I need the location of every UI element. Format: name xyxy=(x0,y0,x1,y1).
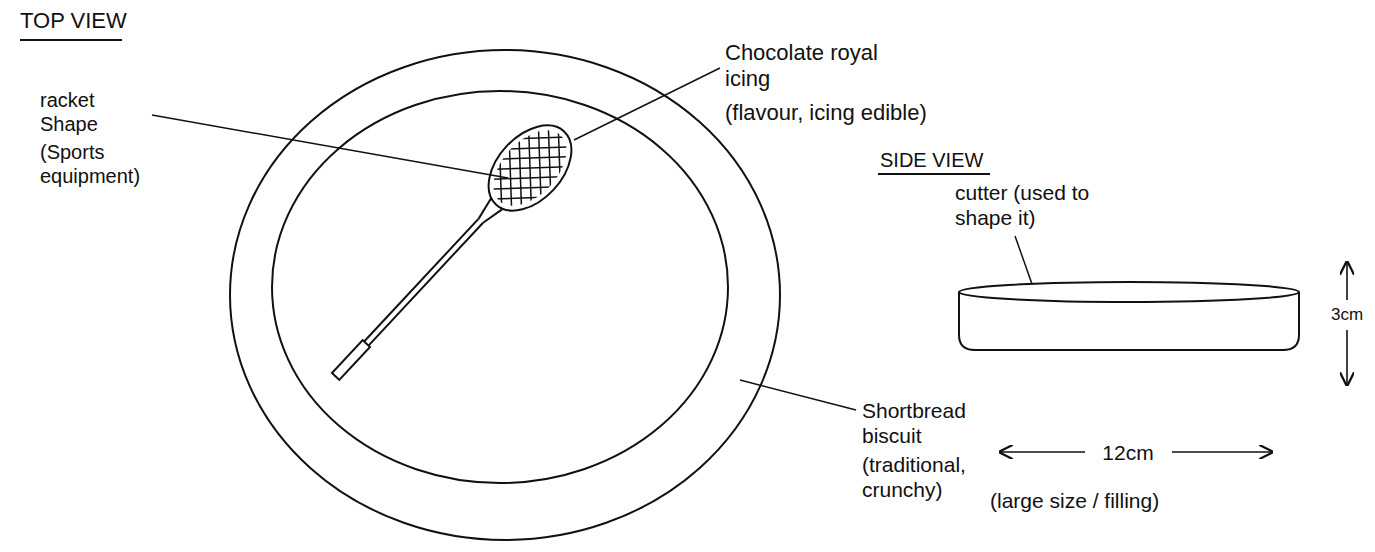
racket-drawing xyxy=(306,81,615,404)
leader-line xyxy=(1015,236,1032,284)
biscuit-side-top xyxy=(959,282,1299,302)
racket-string xyxy=(483,101,596,214)
biscuit-outer-edge xyxy=(230,50,780,540)
view-heading: TOP VIEW xyxy=(20,8,127,34)
racket-string xyxy=(454,132,567,245)
heading-underline xyxy=(878,173,990,175)
dimension-label: 3cm xyxy=(1331,305,1363,325)
part-label: Shortbread biscuit xyxy=(862,398,994,448)
racket-string xyxy=(445,142,558,255)
racket-string xyxy=(483,101,596,214)
racket-string xyxy=(464,122,577,235)
biscuit-inner-edge xyxy=(272,91,728,483)
racket-string xyxy=(445,142,558,255)
heading-underline xyxy=(20,39,122,41)
part-note: (flavour, icing edible) xyxy=(725,100,927,126)
part-note: (Sports equipment) xyxy=(40,140,152,188)
leader-line xyxy=(152,115,508,178)
dimension-arrow xyxy=(1000,451,1085,453)
biscuit-side-body xyxy=(959,292,1299,350)
racket-shaft xyxy=(364,219,483,346)
part-label: racket Shape xyxy=(40,88,140,136)
part-label: Chocolate royal icing xyxy=(725,40,905,93)
racket-string xyxy=(502,81,615,194)
dimension-arrow xyxy=(1346,330,1348,385)
racket-grip xyxy=(332,340,370,380)
racket-string xyxy=(454,132,567,245)
leader-line xyxy=(740,380,856,410)
part-label: cutter (used to shape it) xyxy=(955,180,1095,230)
racket-string xyxy=(502,81,615,194)
dimension-label: 12cm xyxy=(1102,440,1153,465)
dimension-arrow xyxy=(1346,262,1348,300)
leader-line xyxy=(574,68,720,140)
racket-throat xyxy=(475,198,503,226)
part-note: (large size / filling) xyxy=(990,488,1159,513)
view-heading: SIDE VIEW xyxy=(880,148,983,172)
racket-strings xyxy=(445,81,615,256)
dimension-arrow xyxy=(1172,451,1272,453)
racket-head xyxy=(472,110,587,227)
racket-string xyxy=(493,91,606,204)
racket-string xyxy=(464,122,577,235)
part-note: (traditional, crunchy) xyxy=(862,452,994,502)
